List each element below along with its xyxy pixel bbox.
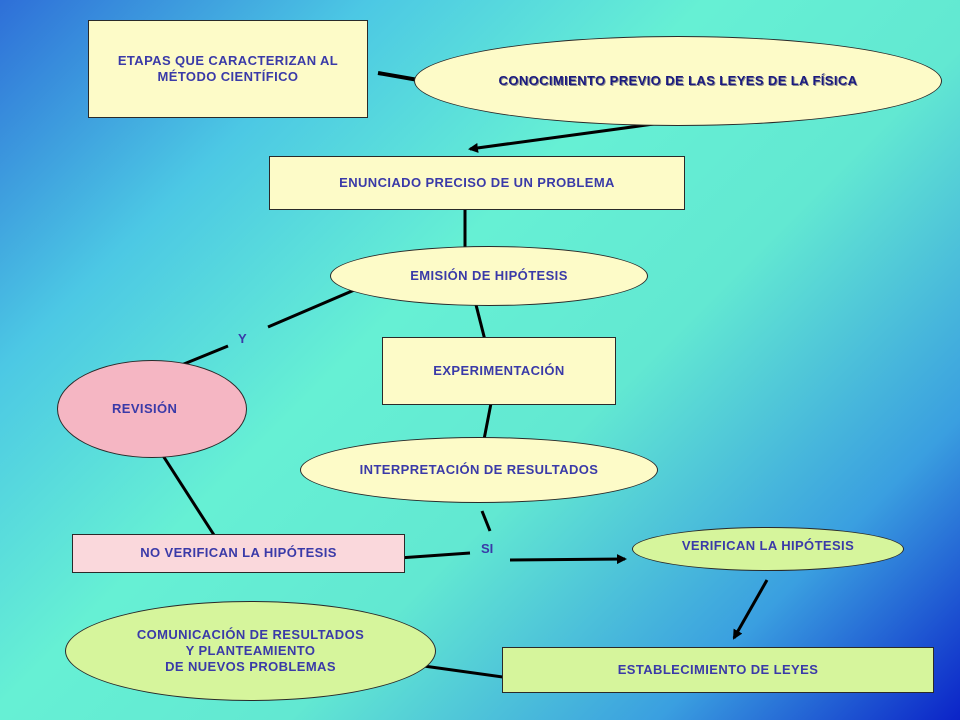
ellipse-emision-hipotesis: EMISIÓN DE HIPÓTESIS [330,246,648,306]
box-establecimiento-leyes: ESTABLECIMIENTO DE LEYES [502,647,934,693]
box-experimentacion: EXPERIMENTACIÓN [382,337,616,405]
box-no-verifican-hipotesis: NO VERIFICAN LA HIPÓTESIS [72,534,405,573]
box-etapas-metodo-cientifico: ETAPAS QUE CARACTERIZAN AL MÉTODO CIENTÍ… [88,20,368,118]
arrow-si-to-verifican [509,554,627,565]
ellipse-interpretacion-resultados: INTERPRETACIÓN DE RESULTADOS [300,437,658,503]
box-enunciado-problema: ENUNCIADO PRECISO DE UN PROBLEMA [269,156,685,210]
ellipse-verifican-hipotesis: VERIFICAN LA HIPÓTESIS [632,527,904,571]
ellipse-comunicacion-resultados: COMUNICACIÓN DE RESULTADOS Y PLANTEAMIEN… [65,601,436,701]
line-interpretacion-to-si [480,510,492,532]
label-y: Y [238,331,247,346]
ellipse-conocimiento-previo: CONOCIMIENTO PREVIO DE LAS LEYES DE LA F… [414,36,942,126]
ellipse-revision: REVISIÓN [57,360,247,458]
arrow-verifican-to-establecimiento [732,579,769,640]
arrow-y-to-emision [267,283,368,329]
label-si: SI [481,541,494,556]
